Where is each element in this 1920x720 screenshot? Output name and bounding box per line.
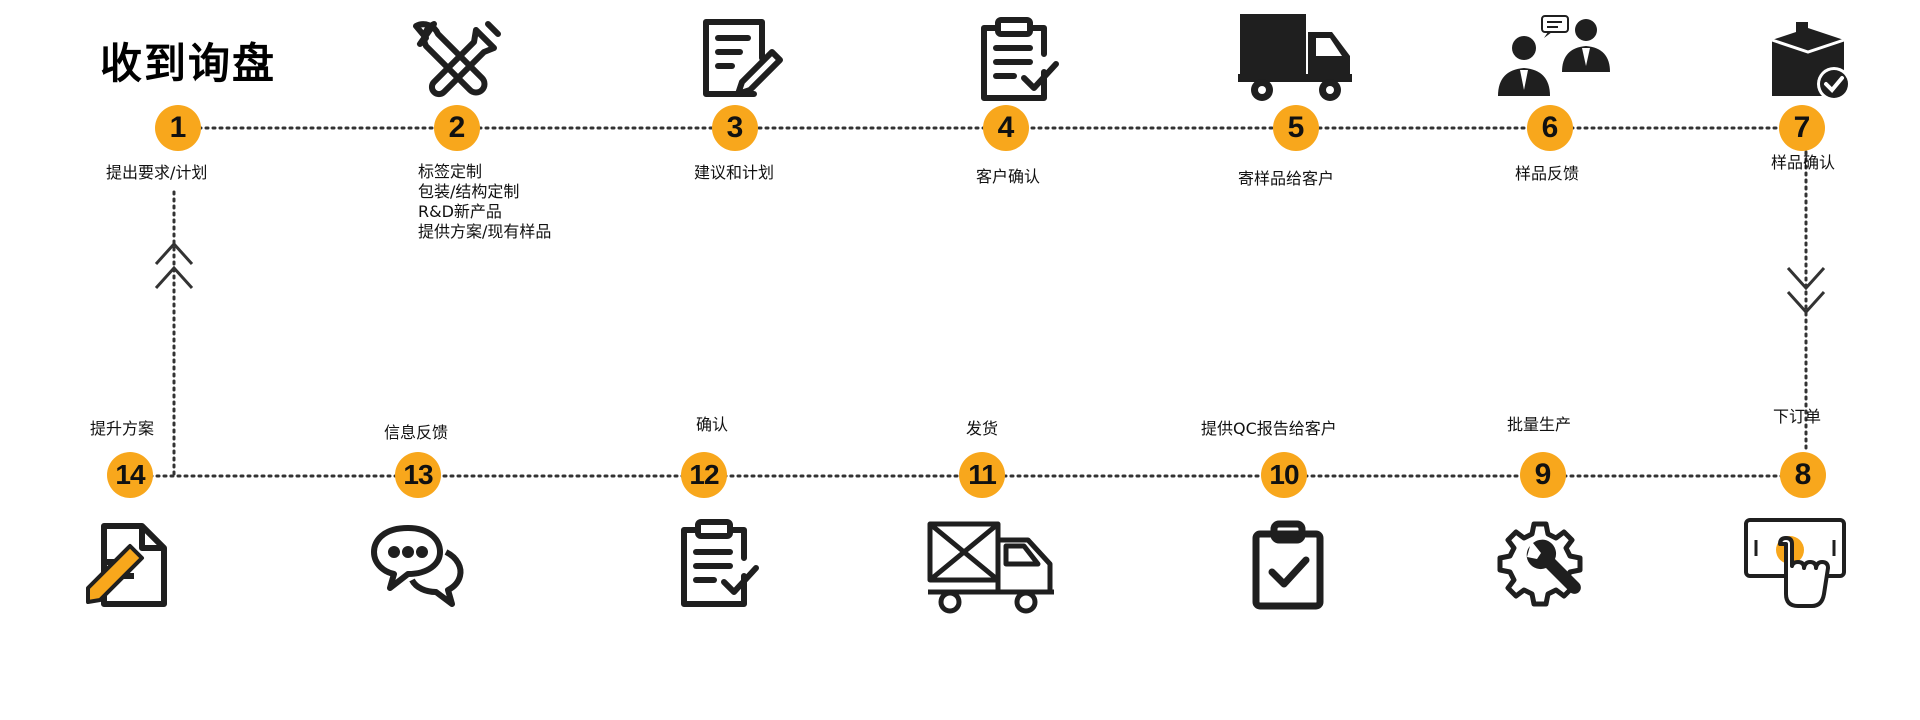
step-badge-10: 10 <box>1261 452 1307 498</box>
step-label-2: 标签定制 包装/结构定制 R&D新产品 提供方案/现有样品 <box>418 162 551 242</box>
step-badge-1: 1 <box>155 105 201 151</box>
step-label-3: 建议和计划 <box>694 163 775 182</box>
step-label-2-line-1: 标签定制 <box>418 162 483 181</box>
step-badge-7: 7 <box>1779 105 1825 151</box>
touchscreen-icon <box>1740 514 1850 614</box>
gear-wrench-icon <box>1490 516 1590 616</box>
step-badge-14: 14 <box>107 452 153 498</box>
consultation-icon <box>1490 10 1620 110</box>
step-label-14: 提升方案 <box>90 419 155 438</box>
step-label-13: 信息反馈 <box>384 423 449 442</box>
up-chevron-arrow-icon <box>152 238 196 298</box>
package-check-icon <box>1766 12 1856 112</box>
step-label-12: 确认 <box>696 415 729 434</box>
step-label-7: 样品确认 <box>1771 153 1836 172</box>
checklist-icon <box>668 516 768 616</box>
step-label-6: 样品反馈 <box>1515 164 1580 183</box>
step-badge-3: 3 <box>712 105 758 151</box>
edit-document-icon <box>688 14 788 114</box>
step-badge-11: 11 <box>959 452 1005 498</box>
checklist-icon <box>968 14 1068 114</box>
step-badge-12: 12 <box>681 452 727 498</box>
step-label-1: 提出要求/计划 <box>106 163 208 182</box>
step-badge-8: 8 <box>1780 452 1826 498</box>
cargo-truck-icon <box>924 516 1060 616</box>
step-label-2-line-3: R&D新产品 <box>418 202 502 221</box>
step-label-11: 发货 <box>966 419 999 438</box>
page-title: 收到询盘 <box>100 39 277 88</box>
step-badge-13: 13 <box>395 452 441 498</box>
step-label-8: 下订单 <box>1773 407 1822 426</box>
step-label-4: 客户确认 <box>976 167 1041 186</box>
step-badge-4: 4 <box>983 105 1029 151</box>
step-label-2-line-4: 提供方案/现有样品 <box>418 222 552 241</box>
step-label-5: 寄样品给客户 <box>1238 169 1335 188</box>
file-edit-icon <box>84 516 184 616</box>
clipboard-check-icon <box>1240 518 1340 618</box>
chat-bubbles-icon <box>368 518 468 618</box>
step-label-9: 批量生产 <box>1507 415 1572 434</box>
step-badge-9: 9 <box>1520 452 1566 498</box>
truck-icon <box>1236 10 1356 110</box>
step-badge-6: 6 <box>1527 105 1573 151</box>
down-chevron-arrow-icon <box>1784 258 1828 318</box>
step-label-2-line-2: 包装/结构定制 <box>418 182 520 201</box>
step-badge-2: 2 <box>434 105 480 151</box>
step-label-10: 提供QC报告给客户 <box>1201 419 1337 438</box>
tools-icon <box>410 12 510 112</box>
step-badge-5: 5 <box>1273 105 1319 151</box>
